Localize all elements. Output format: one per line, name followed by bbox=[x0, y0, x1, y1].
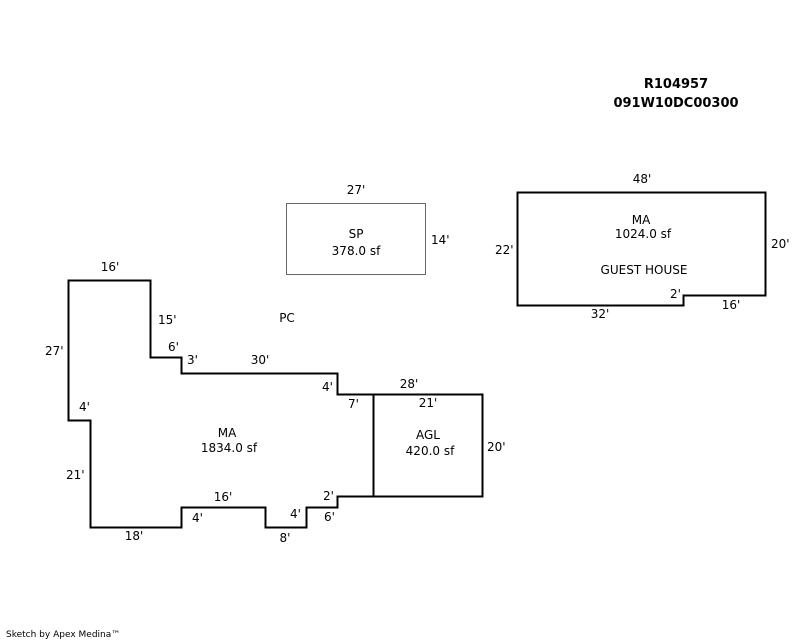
dim-agl-20: 20' bbox=[487, 440, 506, 454]
main-area-outline bbox=[67, 279, 375, 529]
pc-code: PC bbox=[279, 311, 295, 325]
guest-code: MA bbox=[631, 213, 651, 227]
dim-ma-2: 2' bbox=[323, 489, 334, 503]
dim-ma-18: 18' bbox=[124, 529, 144, 543]
guest-house-outline bbox=[516, 191, 767, 307]
dim-gh-bottom-right: 16' bbox=[721, 298, 741, 312]
dim-ma-16: 16' bbox=[213, 490, 233, 504]
dim-ma-b4: 4' bbox=[192, 511, 203, 525]
agl-code: AGL bbox=[416, 428, 440, 442]
sp-area: 378.0 sf bbox=[331, 244, 381, 258]
dim-sp-right: 14' bbox=[431, 233, 450, 247]
main-code: MA bbox=[217, 426, 237, 440]
parcel-id: R104957 bbox=[643, 77, 709, 92]
dim-gh-left: 22' bbox=[495, 243, 514, 257]
dim-ma-right-upper: 15' bbox=[158, 313, 177, 327]
map-number: 091W10DC00300 bbox=[613, 96, 739, 111]
dim-gh-right: 20' bbox=[771, 237, 790, 251]
guest-house-name: GUEST HOUSE bbox=[600, 263, 688, 277]
dim-gh-top: 48' bbox=[632, 172, 652, 186]
sketch-credit: Sketch by Apex Medina™ bbox=[6, 630, 121, 640]
dim-ma-21: 21' bbox=[66, 468, 85, 482]
dim-ma-4-left: 4' bbox=[79, 400, 90, 414]
dim-ma-step3: 3' bbox=[187, 353, 198, 367]
dim-sp-top: 27' bbox=[346, 183, 366, 197]
sp-outline bbox=[286, 203, 426, 275]
main-area: 1834.0 sf bbox=[200, 441, 258, 455]
dim-ma-8: 8' bbox=[279, 531, 291, 545]
dim-agl-28: 28' bbox=[399, 377, 419, 391]
agl-area: 420.0 sf bbox=[405, 444, 455, 458]
dim-gh-bottom-left: 32' bbox=[590, 307, 610, 321]
dim-ma-top30: 30' bbox=[250, 353, 270, 367]
dim-ma-left-upper: 27' bbox=[45, 344, 64, 358]
dim-ma-top: 16' bbox=[100, 260, 120, 274]
agl-outline bbox=[372, 393, 484, 498]
dim-agl-21: 21' bbox=[418, 396, 438, 410]
sp-code: SP bbox=[348, 227, 364, 241]
dim-ma-4-right: 4' bbox=[322, 380, 333, 394]
dim-ma-7: 7' bbox=[348, 397, 359, 411]
dim-ma-b4b: 4' bbox=[290, 507, 301, 521]
dim-ma-6: 6' bbox=[324, 510, 335, 524]
dim-gh-step: 2' bbox=[670, 287, 681, 301]
dim-ma-step6: 6' bbox=[168, 340, 179, 354]
guest-area: 1024.0 sf bbox=[614, 227, 672, 241]
